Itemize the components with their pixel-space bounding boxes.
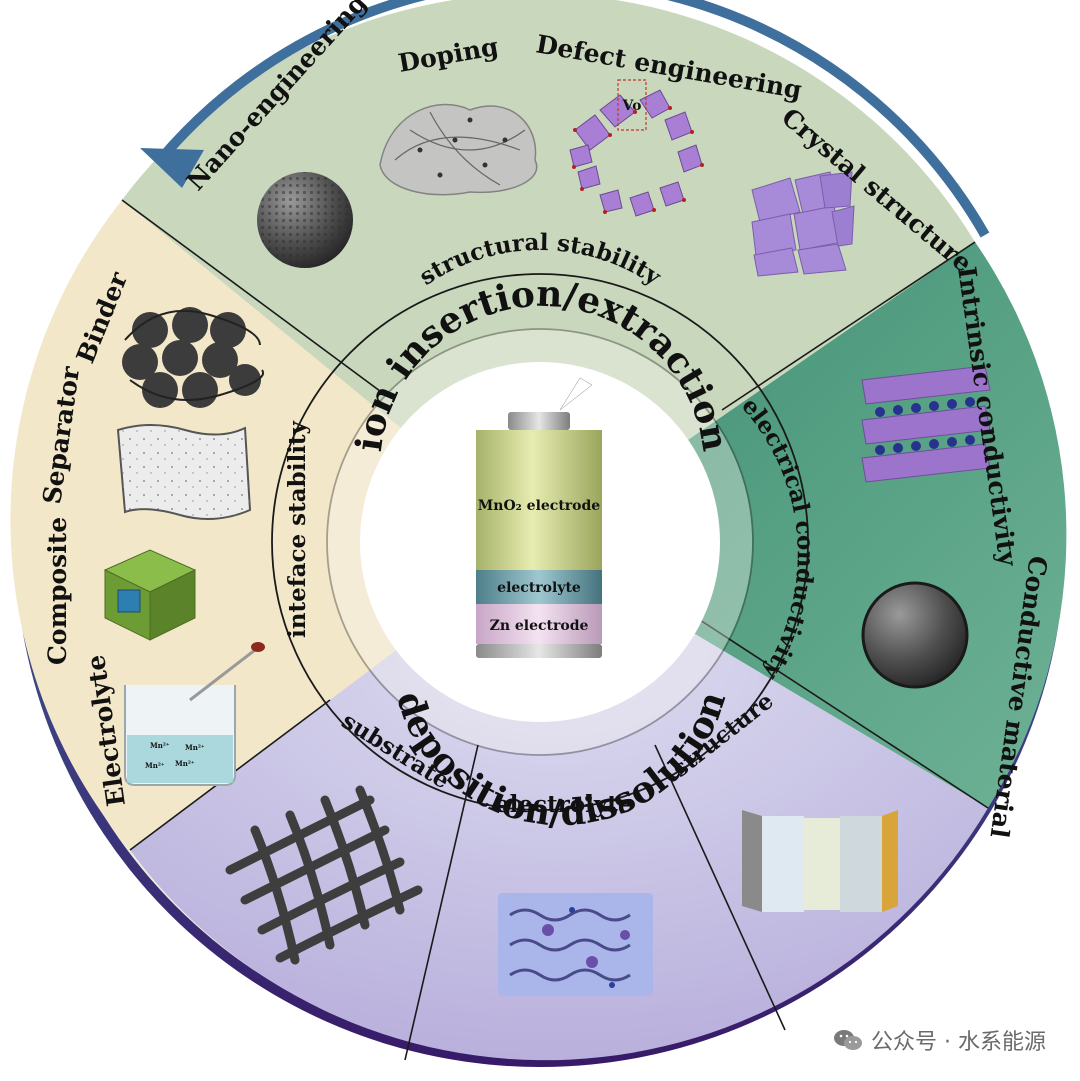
electrolyte-polymer-image bbox=[498, 893, 653, 996]
label-electrolyte-bottom: electrolyte bbox=[495, 791, 632, 818]
cathode-label: MnO₂ electrode bbox=[478, 498, 601, 514]
battery-terminal bbox=[508, 412, 570, 430]
middle-ring-border bbox=[271, 273, 809, 811]
cathode-layer bbox=[476, 430, 602, 570]
composite-cube-image bbox=[103, 549, 197, 641]
conductive-sphere-image bbox=[861, 581, 969, 689]
sector-structural-stability bbox=[122, 0, 975, 542]
defect-lattice-image: Vo bbox=[569, 79, 704, 217]
substrate-mesh-image bbox=[225, 785, 423, 965]
separator-image bbox=[116, 424, 252, 520]
anode-label: Zn electrode bbox=[490, 618, 589, 634]
sector-deposition bbox=[130, 542, 988, 1061]
watermark-text: 公众号 · 水系能源 bbox=[871, 1030, 1046, 1055]
crystal-structure-image bbox=[751, 171, 855, 277]
binder-image bbox=[122, 307, 265, 408]
cell-structure-image bbox=[742, 810, 898, 912]
anode-layer bbox=[476, 604, 602, 644]
wechat-icon bbox=[834, 1030, 863, 1050]
ion-label: Mn²⁺ bbox=[175, 759, 195, 768]
electrolyte-layer-label: electrolyte bbox=[497, 580, 581, 596]
electrolyte-layer bbox=[476, 570, 602, 604]
vacancy-box bbox=[617, 79, 647, 131]
deposition-callout-pointer bbox=[520, 665, 548, 700]
label-composite: Composite bbox=[43, 517, 72, 665]
battery-illustration: MnO₂ electrode electrolyte Zn electrode bbox=[476, 412, 602, 658]
rim-arrow-head bbox=[140, 148, 204, 188]
insertion-callout-pointer bbox=[559, 377, 593, 411]
nano-sphere-image bbox=[257, 172, 353, 268]
layered-structure-image bbox=[861, 365, 991, 483]
ion-label: Mn²⁺ bbox=[185, 743, 205, 752]
doped-cluster-image bbox=[379, 103, 538, 196]
battery-base bbox=[476, 644, 602, 658]
electrolyte-beaker-image: Mn²⁺ Mn²⁺ Mn²⁺ Mn²⁺ bbox=[124, 642, 265, 786]
watermark: 公众号 · 水系能源 bbox=[833, 1022, 1046, 1058]
vacancy-label: Vo bbox=[622, 98, 642, 114]
rim-arrow-line bbox=[156, 0, 990, 238]
ion-label: Mn²⁺ bbox=[150, 741, 170, 750]
ion-label: Mn²⁺ bbox=[145, 761, 165, 770]
sector-dividers bbox=[121, 199, 989, 1061]
label-interface-stability: inteface stability bbox=[284, 420, 311, 638]
